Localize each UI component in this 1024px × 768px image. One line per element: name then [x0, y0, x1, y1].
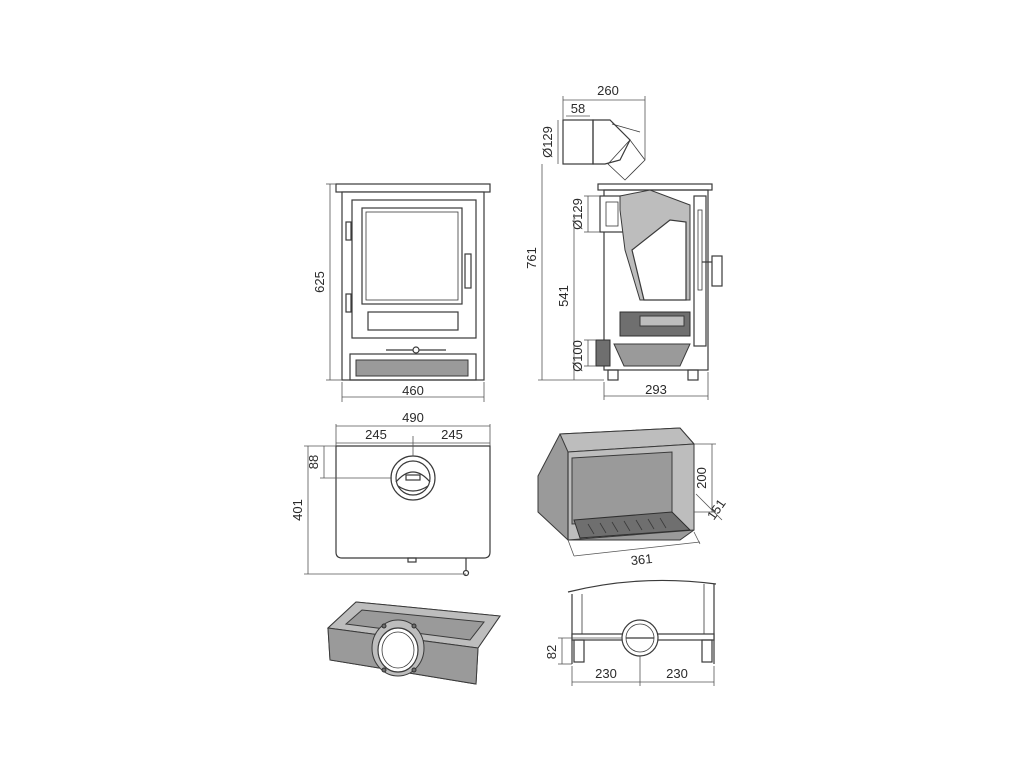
side-depth-label: 293 [645, 382, 667, 397]
top-depth-label: 401 [290, 499, 305, 521]
base-half-right-label: 230 [666, 666, 688, 681]
side-flue-diameter-top-label: Ø129 [540, 126, 555, 158]
front-width-label: 460 [402, 383, 424, 398]
base-half-left-label: 230 [595, 666, 617, 681]
firebox-3d-view: 200 151 361 [537, 427, 729, 568]
side-air-inlet-label: Ø100 [570, 340, 585, 372]
side-flue-setback-label: 58 [571, 101, 585, 116]
front-height-label: 625 [312, 271, 327, 293]
side-flue-offset-label: 260 [597, 83, 619, 98]
firebox-width-label: 361 [630, 551, 653, 568]
top-half-left-label: 245 [365, 427, 387, 442]
top-view: 490 245 245 88 401 [290, 410, 491, 577]
side-section-view: 260 58 Ø129 761 Ø129 541 Ø100 293 [524, 83, 723, 400]
front-view: 625 460 [312, 183, 491, 402]
side-rear-flue-height-label: 541 [556, 285, 571, 307]
base-3d-view [326, 601, 501, 685]
side-total-height-label: 761 [524, 247, 539, 269]
base-rear-view: 82 230 230 [544, 579, 717, 686]
top-width-label: 490 [402, 410, 424, 425]
base-inlet-height-label: 82 [544, 645, 559, 659]
top-flue-offset-label: 88 [306, 455, 321, 469]
side-flue-diameter-rear-label: Ø129 [570, 198, 585, 230]
top-half-right-label: 245 [441, 427, 463, 442]
firebox-depth-label: 151 [704, 496, 729, 522]
firebox-height-label: 200 [694, 467, 709, 489]
